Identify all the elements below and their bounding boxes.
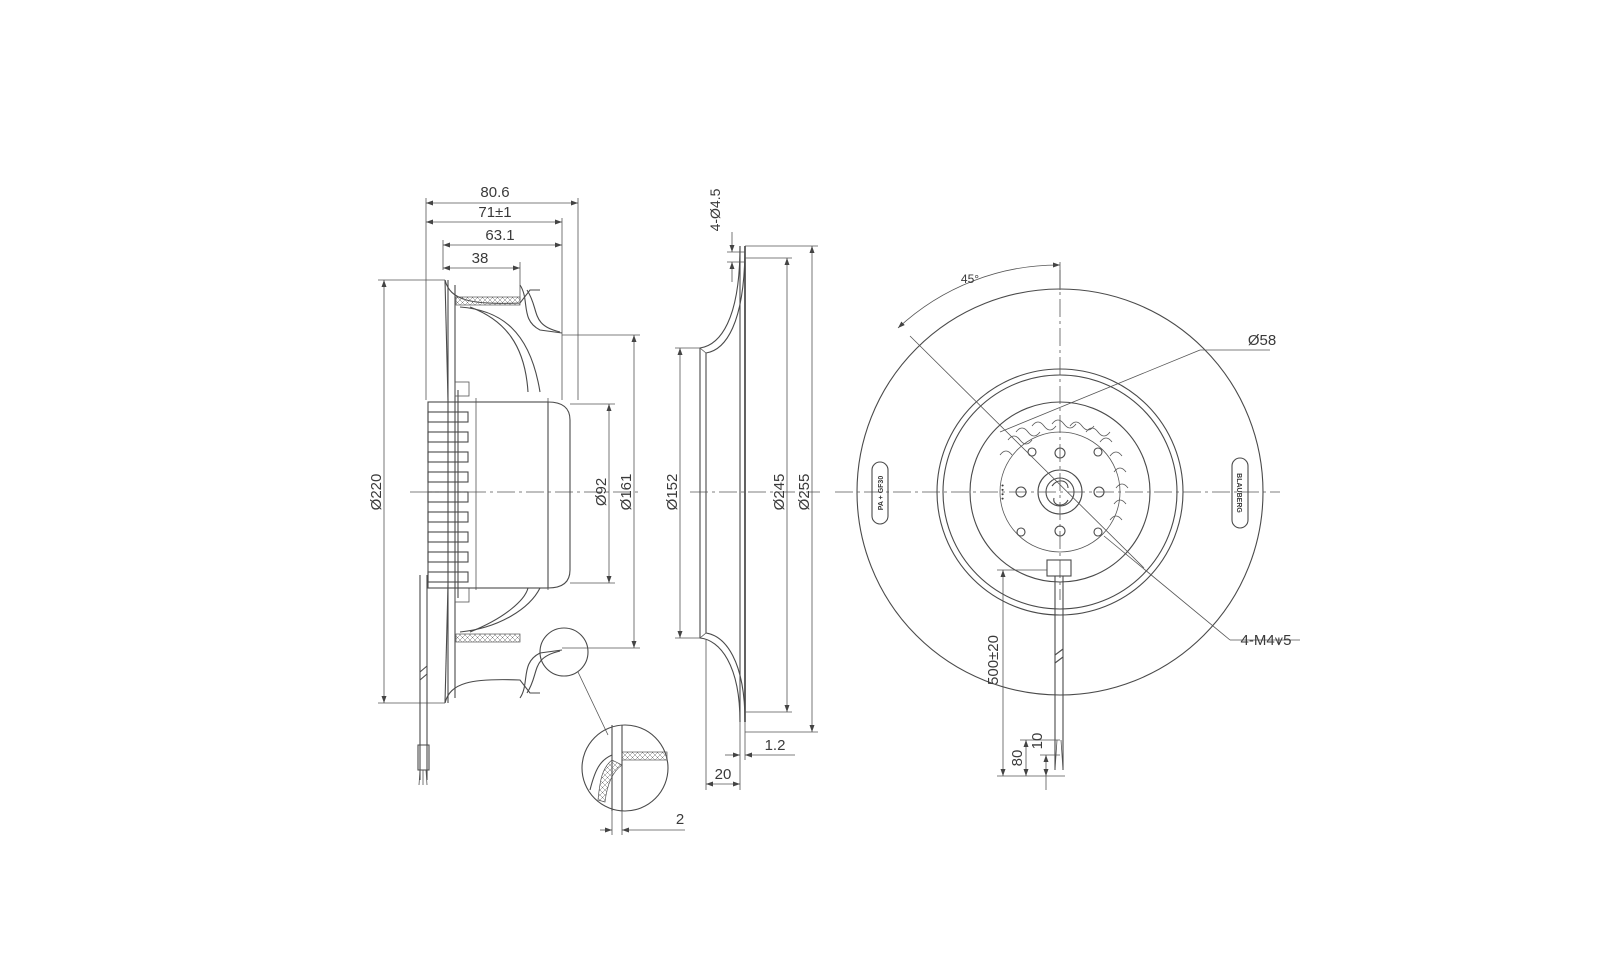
side-top-dimensions: 80.6 71±1 63.1 38 <box>425 184 579 400</box>
flange-view: 4-Ø4.5 Ø152 Ø245 Ø255 1.2 20 <box>664 188 820 790</box>
dim-161: Ø161 <box>618 474 635 511</box>
dim-152: Ø152 <box>664 474 681 511</box>
motor-body <box>427 401 571 589</box>
dim-500: 500±20 <box>985 635 1002 685</box>
dim-38: 38 <box>472 250 489 267</box>
dim-92: Ø92 <box>593 478 610 506</box>
dim-63-1: 63.1 <box>485 227 514 244</box>
dim-220: Ø220 <box>368 474 385 511</box>
cable-dimensions: 500±20 80 10 <box>985 569 1065 790</box>
label-blauberg: BLAUBERG <box>1235 473 1242 513</box>
side-view: 80.6 71±1 63.1 38 Ø220 <box>368 184 640 786</box>
dim-71: 71±1 <box>478 204 511 221</box>
dim-2: 2 <box>676 811 684 828</box>
angle-45: 45° <box>961 272 979 286</box>
dim-80-6: 80.6 <box>480 184 509 201</box>
hole-label: 4-Ø4.5 <box>707 188 723 231</box>
dim-255: Ø255 <box>796 474 813 511</box>
label-left-badge: PA + GF30 <box>871 461 889 525</box>
dim-20: 20 <box>715 766 732 783</box>
dim-92-161-group: Ø92 Ø161 <box>562 334 640 649</box>
detail-marker-circle <box>539 627 589 677</box>
dim-245: Ø245 <box>771 474 788 511</box>
dim-220-group: Ø220 <box>368 279 445 704</box>
front-view: • • • • 45° Ø58 4-M4⩛5 PA + GF30 BLAUBER… <box>835 262 1300 790</box>
dim-10: 10 <box>1029 733 1046 750</box>
label-pa-gf30: PA + GF30 <box>878 476 885 511</box>
cable-side <box>417 575 430 786</box>
cable-front <box>1046 559 1072 771</box>
detail-view: 2 <box>581 724 685 835</box>
thread-label: 4-M4⩛5 <box>1241 632 1292 649</box>
hub-marking: • • • • <box>998 484 1005 500</box>
label-right-badge: BLAUBERG <box>1231 457 1249 529</box>
dim-58: Ø58 <box>1248 332 1276 349</box>
dim-1-2: 1.2 <box>765 737 786 754</box>
dim-80: 80 <box>1009 750 1026 767</box>
